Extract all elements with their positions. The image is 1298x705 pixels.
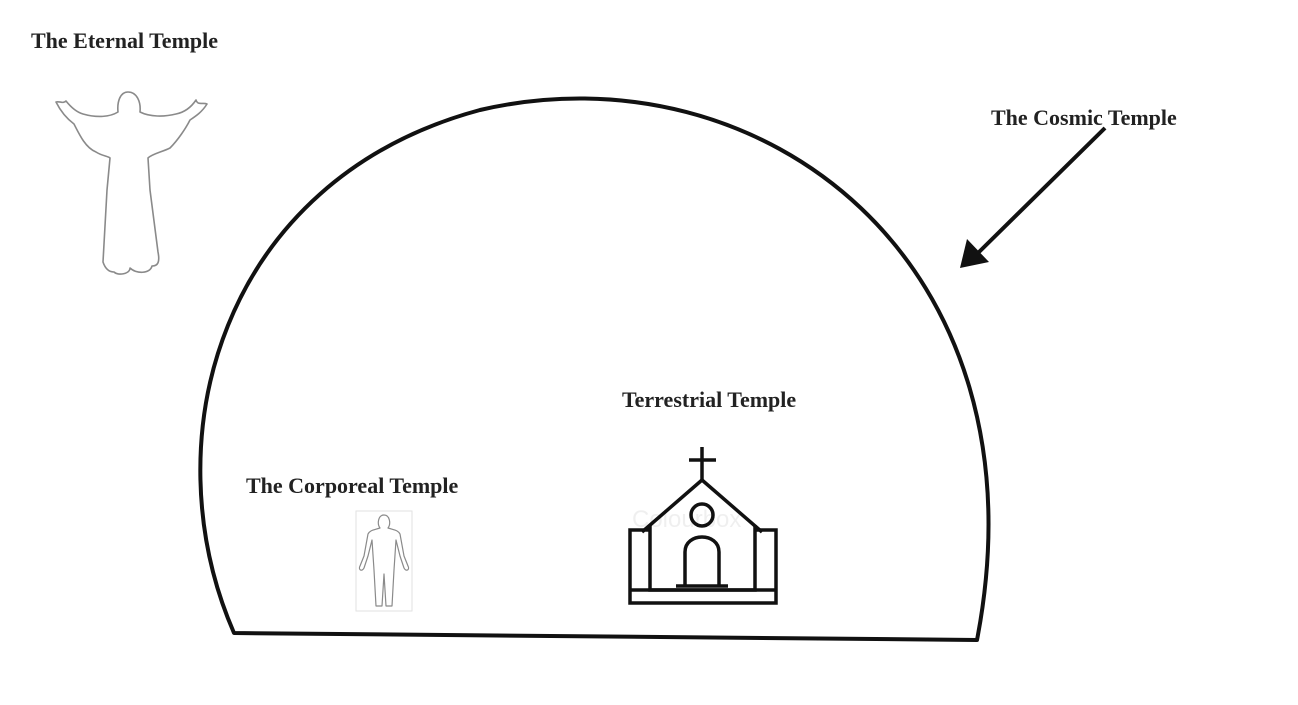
label-cosmic-temple: The Cosmic Temple	[991, 105, 1177, 130]
human-body-icon	[355, 510, 413, 612]
robed-figure-icon	[55, 91, 208, 275]
label-terrestrial-temple: Terrestrial Temple	[622, 387, 797, 412]
church-icon	[628, 447, 778, 605]
watermark-text: Colourbox	[632, 506, 742, 533]
label-corporeal-temple: The Corporeal Temple	[246, 473, 459, 498]
label-eternal-temple: The Eternal Temple	[31, 28, 219, 53]
cosmic-arrow	[960, 126, 1107, 268]
cosmic-dome	[198, 96, 991, 642]
